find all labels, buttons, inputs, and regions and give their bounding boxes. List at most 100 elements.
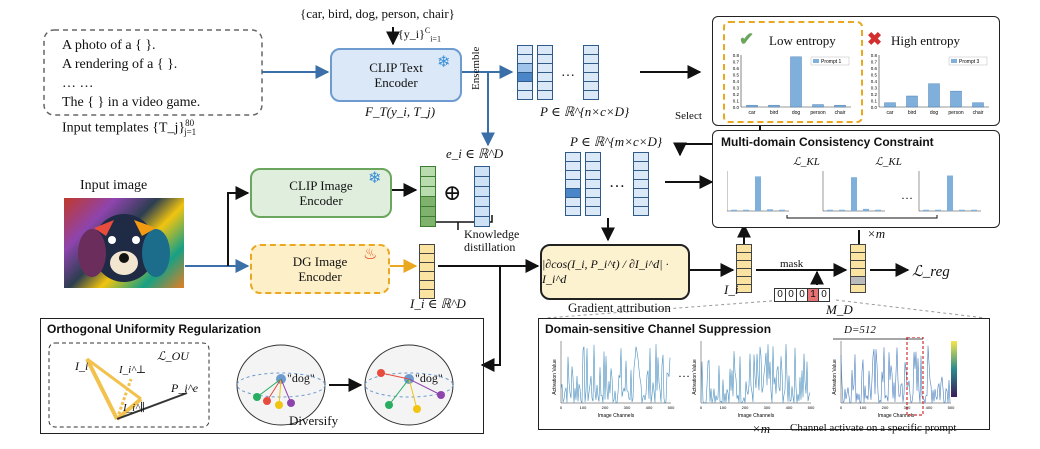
bar	[834, 104, 846, 108]
lkl-label-1: ℒ_KL	[793, 156, 820, 168]
gradient-attribution-box: |∂cos(I_i, P_i^t) / ∂I_i^d| · I_i^d	[540, 244, 690, 300]
p-matrix-column	[537, 45, 553, 100]
dcs-panel: Domain-sensitive Channel Suppression D=5…	[538, 318, 990, 430]
mask-bit: 0	[818, 288, 830, 302]
y-tick-label: 0.7	[871, 60, 878, 65]
x-tick-label: 100	[720, 405, 727, 410]
y-tick-label: 0.1	[871, 99, 878, 104]
ii-label: I_i ∈ ℝ^D	[410, 296, 466, 311]
y-tick-label: 0.4	[733, 79, 740, 84]
clip-image-encoder: CLIP Image Encoder	[250, 168, 392, 218]
check-icon: ✔	[739, 29, 755, 49]
activation-series	[560, 344, 671, 404]
mdcc-mini-charts: …	[727, 171, 981, 219]
selected-channel-highlight	[906, 337, 924, 416]
bar	[790, 56, 802, 108]
gradient-attribution-formula: |∂cos(I_i, P_i^t) / ∂I_i^d| · I_i^d	[542, 257, 669, 286]
x-tick-label: 500	[948, 405, 955, 410]
x-tick-label: 200	[602, 405, 609, 410]
ei-label: e_i ∈ ℝ^D	[446, 146, 504, 161]
class-yi-text: {y_i}	[398, 27, 425, 41]
tick-label: person	[810, 110, 826, 116]
tick-label: dog	[792, 110, 801, 116]
templates-footer-sup: 80	[185, 118, 195, 128]
legend-swatch	[813, 59, 819, 63]
template-line: The { } in a video game.	[62, 95, 201, 110]
vector-cell	[583, 90, 599, 100]
lreg-label: ℒ_reg	[912, 264, 950, 280]
x-tick-label: 200	[882, 405, 889, 410]
masked-vector	[850, 244, 866, 293]
vector-cell	[736, 284, 752, 293]
mini-bar	[923, 209, 929, 211]
mini-bar	[863, 208, 869, 211]
mini-bar	[731, 209, 737, 211]
x-tick-label: 0	[560, 405, 563, 410]
y-axis-label: Activation Value	[832, 359, 838, 395]
templates-footer-text: Input templates {T_j}	[62, 120, 186, 136]
vector-cell	[850, 284, 866, 293]
mask-label: mask	[780, 258, 804, 270]
tick-label: chair	[973, 110, 984, 116]
iperp-label: I_i^⊥	[119, 364, 147, 376]
tick-label: car	[749, 110, 756, 116]
md-label: M_D	[826, 302, 853, 317]
dg-image-encoder-title: DG Image Encoder	[292, 254, 348, 284]
callout-left	[545, 299, 785, 319]
legend-label: Prompt 1	[821, 59, 842, 65]
x-tick-label: 300	[764, 405, 771, 410]
input-image	[64, 198, 184, 288]
snowflake-icon: ❄	[368, 170, 382, 187]
lkl-label-2: ℒ_KL	[875, 156, 902, 168]
colorbar	[951, 341, 957, 397]
templates-list: A photo of a { }. A rendering of a { }. …	[62, 36, 200, 112]
y-tick-label: 0.8	[871, 53, 878, 58]
vector-cell	[565, 206, 581, 216]
pie-label: P_i^e	[171, 381, 199, 395]
y-tick-label: 0.0	[871, 105, 878, 110]
y-tick-label: 0.1	[733, 99, 740, 104]
clip-text-encoder: CLIP Text Encoder	[330, 48, 462, 102]
vector-cell	[474, 216, 490, 227]
mini-bar	[827, 209, 833, 211]
mini-bar	[971, 209, 977, 211]
legend-label: Prompt 3	[959, 59, 980, 65]
bar	[746, 104, 758, 108]
dcs-activation-charts: Image Channels Activation Value 0 100 200 300…	[552, 337, 957, 419]
class-yi-sub: i=1	[430, 34, 441, 44]
p-matrix-m-column	[565, 152, 581, 216]
y-tick-label: 0.5	[733, 73, 740, 78]
ellipsis: …	[901, 188, 913, 202]
gradient-attribution-caption: Gradient attribution	[568, 300, 671, 315]
class-yi-sup: C	[424, 26, 431, 35]
x-axis-label: Image Channels	[738, 413, 775, 419]
y-tick-label: 0.3	[733, 86, 740, 91]
y-tick-label: 0.6	[733, 66, 740, 71]
x-tick-label: 100	[580, 405, 587, 410]
legend-swatch	[951, 59, 957, 63]
tick-label: car	[887, 110, 894, 116]
templates-footer: Input templates {T_j}80j=1	[62, 118, 196, 137]
mini-bar	[839, 209, 845, 211]
arrow-image-to-clip	[227, 186, 250, 266]
p-matrix-m-label: P ∈ ℝ^{m×c×D}	[570, 134, 663, 149]
input-image-label: Input image	[80, 178, 148, 193]
dg-image-encoder: DG Image Encoder	[250, 244, 390, 294]
mini-bar	[947, 175, 953, 211]
ellipsis: …	[561, 65, 575, 80]
mdcc-panel: Multi-domain Consistency Constraint ℒ_KL…	[712, 130, 1000, 228]
ii-vec-label: I_i	[75, 359, 89, 373]
y-axis-label: Activation Value	[552, 359, 558, 395]
x-axis-label: Image Channels	[878, 413, 915, 419]
vector-cell	[585, 206, 601, 216]
clip-image-embedding-vector	[420, 166, 436, 227]
y-tick-label: 0.4	[871, 79, 878, 84]
mini-bar	[767, 209, 773, 211]
ou-title: Orthogonal Uniformity Regularization	[47, 322, 262, 336]
ou-panel: Orthogonal Uniformity Regularization	[40, 318, 484, 434]
mask-bit: 0	[796, 288, 808, 302]
x-tick-label: 0	[700, 405, 703, 410]
template-line: A photo of a { }.	[62, 38, 156, 53]
ipar-label: I_i^∥	[123, 402, 145, 414]
